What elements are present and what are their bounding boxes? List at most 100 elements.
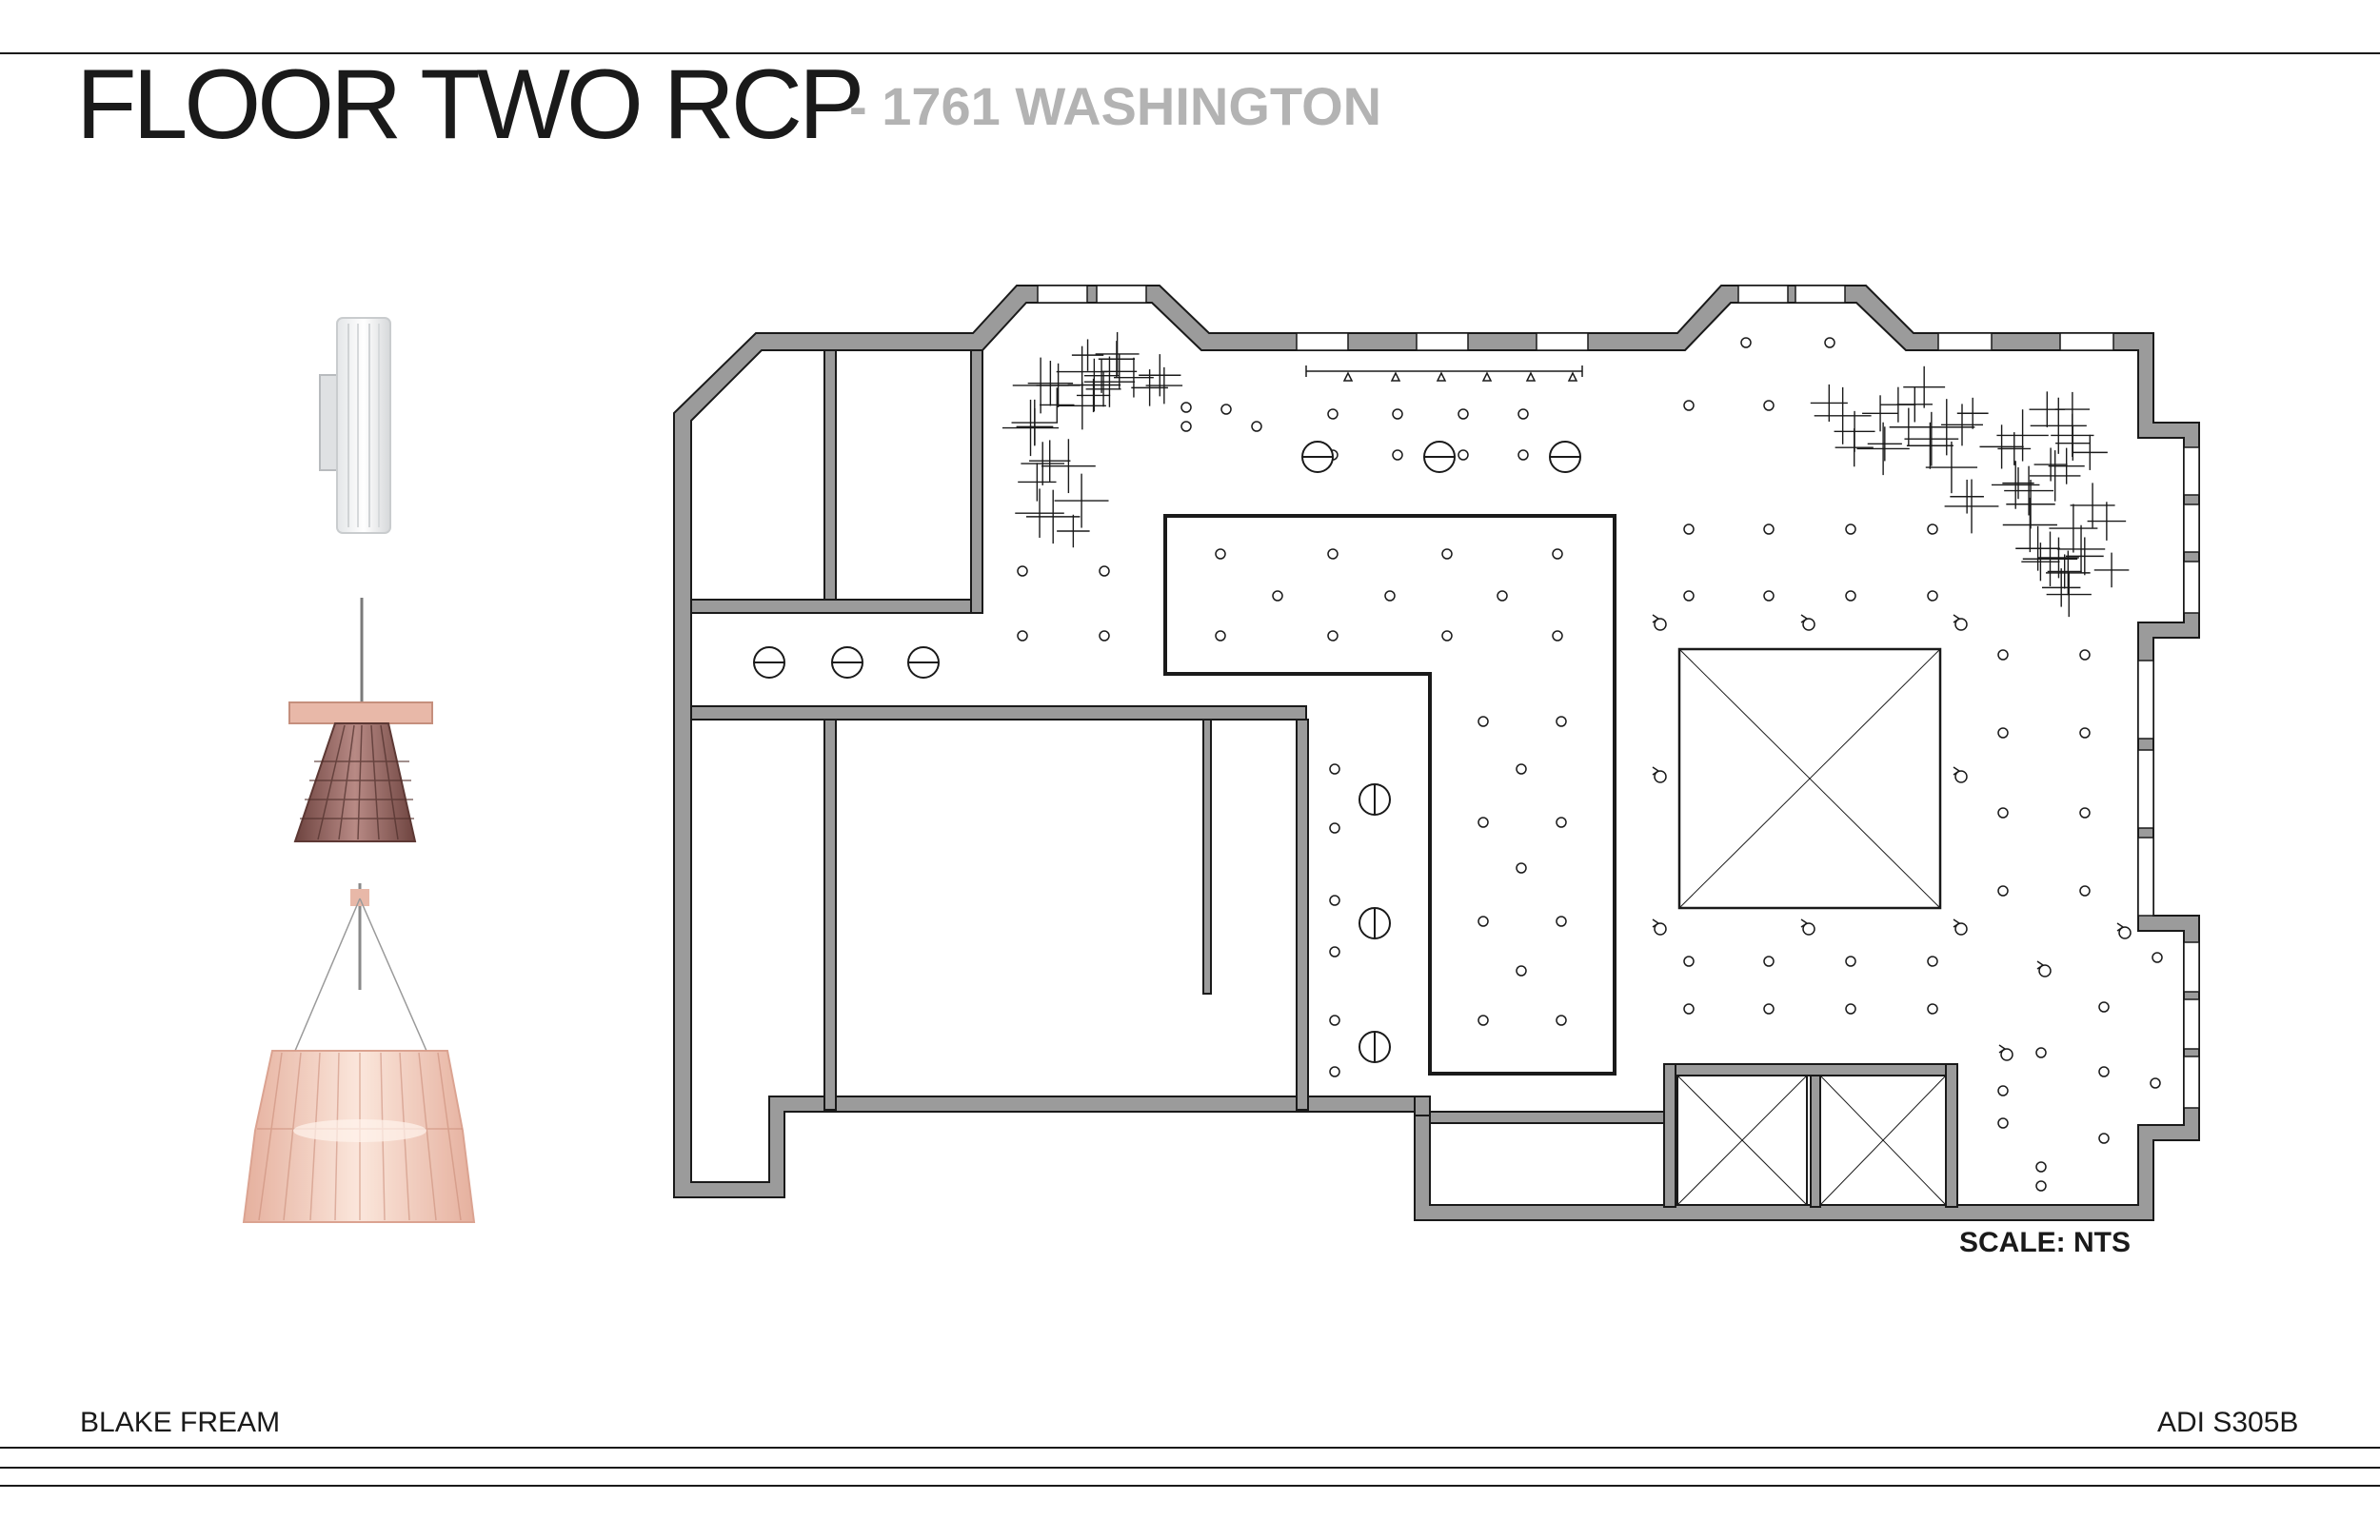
downlight-icon [2079,807,2091,819]
sheet-subtitle: - 1761 WASHINGTON [849,76,1382,136]
bottom-border-1 [0,1447,2380,1449]
dropped-ceiling [1163,514,1616,1076]
course-code: ADI S305B [2157,1407,2299,1438]
downlight-icon [1683,590,1695,602]
accent-light-icon [1654,770,1667,783]
downlight-icon [1997,727,2009,739]
downlight-icon [1516,763,1527,775]
bottom-border-2 [0,1467,2380,1469]
downlight-icon [1458,449,1469,461]
downlight-icon [1392,408,1403,420]
wall-sconce-icon [319,317,391,534]
downlight-icon [1997,885,2009,897]
downlight-icon [2098,1001,2110,1013]
downlight-icon [1516,965,1527,977]
downlight-icon [2098,1133,2110,1144]
downlight-icon [1478,1015,1489,1026]
downlight-icon [1517,408,1529,420]
downlight-icon [1516,862,1527,874]
sheet-title: FLOOR TWO RCP [76,49,864,160]
downlight-icon [1017,565,1028,577]
downlight-icon [1329,822,1340,834]
accent-light-icon [1802,922,1815,936]
downlight-icon [1845,523,1856,535]
downlight-icon [1327,408,1339,420]
accent-light-icon [2000,1048,2013,1061]
downlight-icon [1017,630,1028,642]
downlight-icon [1180,402,1192,413]
downlight-icon [1215,630,1226,642]
downlight-icon [1763,523,1775,535]
windows [1037,285,2200,1109]
downlight-icon [1997,807,2009,819]
downlight-icon [2035,1161,2047,1173]
downlight-icon [1392,449,1403,461]
downlight-icon [1478,716,1489,727]
downlight-icon [1740,337,1752,348]
accent-light-icon [1954,922,1968,936]
accent-light-icon [1954,770,1968,783]
top-border [0,52,2380,54]
exterior-wall [673,285,2200,1221]
downlight-icon [2079,885,2091,897]
downlight-icon [1927,523,1938,535]
downlight-icon [1329,946,1340,958]
downlight-icon [1517,449,1529,461]
pendant-drum-icon [242,883,476,1223]
accent-light-icon [2118,926,2132,939]
accent-light-icon [2038,964,2052,977]
downlight-icon [1478,817,1489,828]
downlight-icon [1478,916,1489,927]
downlight-icon [1556,916,1567,927]
downlight-icon [1763,956,1775,967]
interior-walls [690,349,1958,1208]
fixture-legend [242,317,476,1223]
downlight-icon [2035,1047,2047,1058]
downlight-icon [1927,1003,1938,1015]
downlight-icon [1099,565,1110,577]
downlight-icon [1327,548,1339,560]
downlight-icon [1845,956,1856,967]
downlight-icon [1824,337,1835,348]
downlight-icon [1683,1003,1695,1015]
downlight-icon [2098,1066,2110,1077]
downlight-icon [1552,630,1563,642]
author-name: BLAKE FREAM [80,1407,281,1438]
downlight-icon [1556,817,1567,828]
downlight-icon [1272,590,1283,602]
downlight-icon [1556,716,1567,727]
downlight-icon [1329,1015,1340,1026]
downlight-icon [1927,590,1938,602]
downlight-icon [2079,649,2091,661]
downlight-icon [1763,590,1775,602]
downlight-icon [1329,763,1340,775]
downlight-icon [1458,408,1469,420]
downlight-icon [1552,548,1563,560]
downlight-icon [1099,630,1110,642]
downlight-icon [1497,590,1508,602]
downlight-icon [2150,1077,2161,1089]
downlight-icon [2035,1180,2047,1192]
downlight-icon [1441,630,1453,642]
downlight-icon [1845,590,1856,602]
scale-label: SCALE: NTS [1959,1227,2131,1258]
track-light [1305,365,1583,382]
downlight-icon [1763,1003,1775,1015]
downlight-icon [1441,548,1453,560]
downlight-icon [2079,727,2091,739]
downlight-icon [1927,956,1938,967]
accent-light-icon [1654,922,1667,936]
downlight-icon [1845,1003,1856,1015]
downlight-icon [1329,895,1340,906]
downlight-icon [1683,523,1695,535]
downlight-icon [1180,421,1192,432]
accent-light-icon [1654,618,1667,631]
downlight-icon [1763,400,1775,411]
downlight-icon [1556,1015,1567,1026]
ceiling-fixtures [753,331,2163,1192]
accent-light-icon [1802,618,1815,631]
downlight-icon [1997,1117,2009,1129]
downlight-icon [1384,590,1396,602]
downlight-icon [1683,400,1695,411]
